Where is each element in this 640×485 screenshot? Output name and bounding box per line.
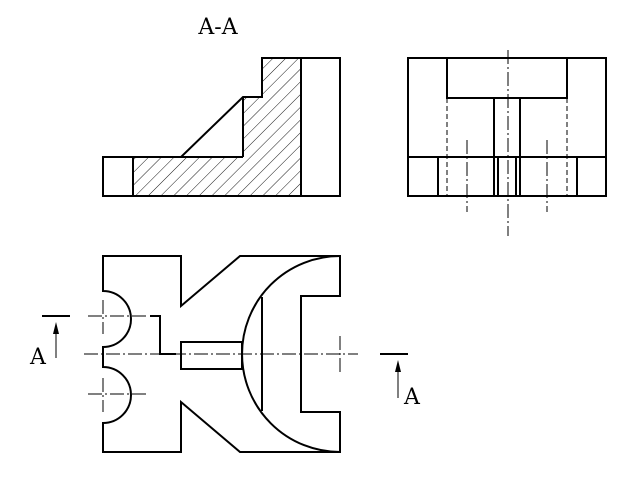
cutting-plane-trace: [150, 315, 176, 355]
top-view-slot: [180, 341, 243, 370]
top-view-outline: [102, 255, 341, 453]
section-marker-left-arrowhead: [53, 322, 59, 334]
section-label-right: A: [403, 385, 421, 410]
section-outline: [102, 57, 341, 197]
section-label-left: A: [29, 345, 47, 370]
section-title: A-A: [197, 15, 238, 40]
side-view-top-notch: [446, 58, 568, 99]
section-marker-left: A: [29, 315, 70, 370]
side-view-outline: [407, 57, 607, 197]
section-view: [102, 57, 341, 197]
side-view: [407, 50, 607, 236]
top-view: [84, 255, 358, 453]
section-hatched-area: [133, 58, 301, 196]
section-marker-right: A: [380, 353, 421, 410]
section-marker-right-arrowhead: [395, 360, 401, 372]
